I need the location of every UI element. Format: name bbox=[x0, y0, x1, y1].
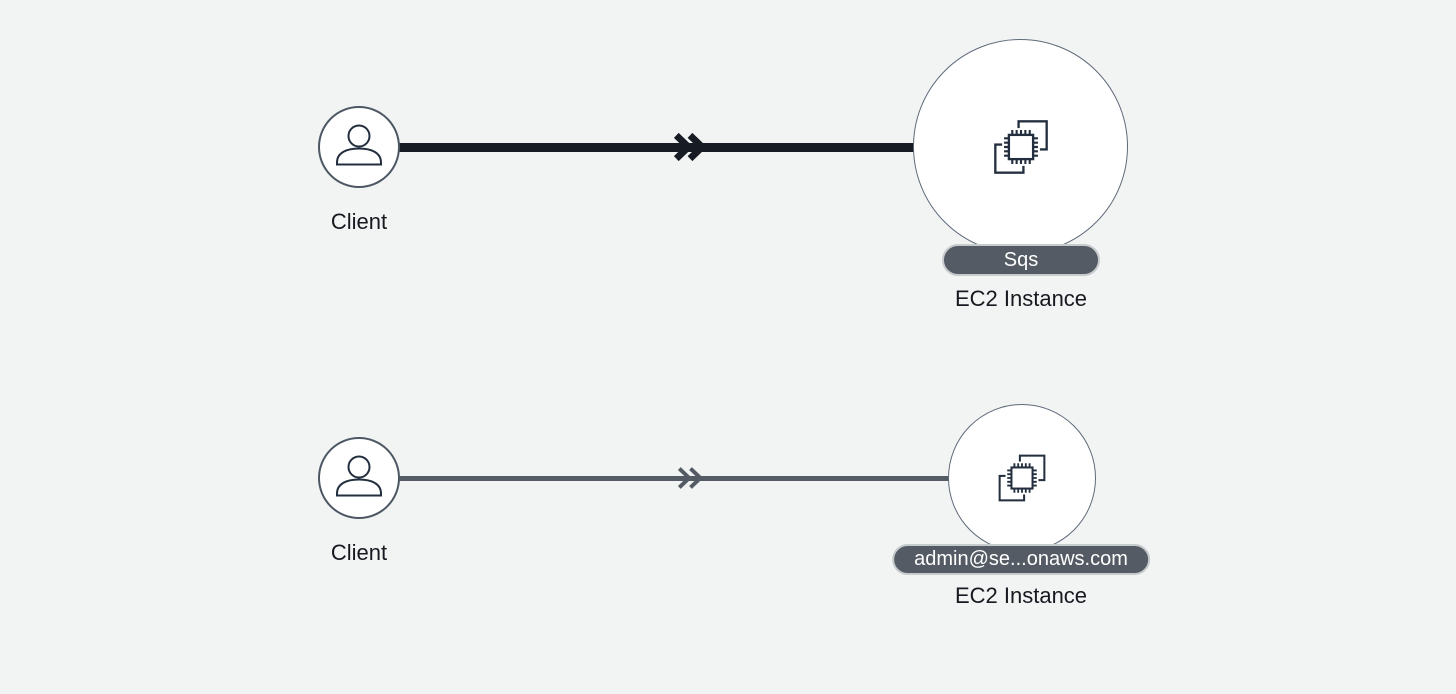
ec2-instance-icon bbox=[998, 454, 1046, 502]
node-label: EC2 Instance bbox=[954, 583, 1088, 608]
node-client[interactable] bbox=[318, 106, 400, 188]
double-chevron-right-icon bbox=[677, 467, 704, 489]
node-label: EC2 Instance bbox=[954, 286, 1088, 311]
user-icon bbox=[336, 455, 382, 497]
node-ec2-instance[interactable] bbox=[913, 39, 1128, 254]
user-icon bbox=[336, 124, 382, 166]
node-badge[interactable]: admin@se...onaws.com bbox=[892, 544, 1150, 575]
node-label: Client bbox=[330, 540, 388, 565]
node-ec2-instance[interactable] bbox=[948, 404, 1096, 552]
node-badge[interactable]: Sqs bbox=[942, 244, 1100, 276]
node-label: Client bbox=[330, 209, 388, 234]
edge-client-to-ec2[interactable] bbox=[398, 476, 951, 481]
double-chevron-right-icon bbox=[673, 132, 708, 162]
ec2-instance-icon bbox=[993, 119, 1048, 174]
node-client[interactable] bbox=[318, 437, 400, 519]
edge-client-to-ec2[interactable] bbox=[398, 143, 916, 152]
